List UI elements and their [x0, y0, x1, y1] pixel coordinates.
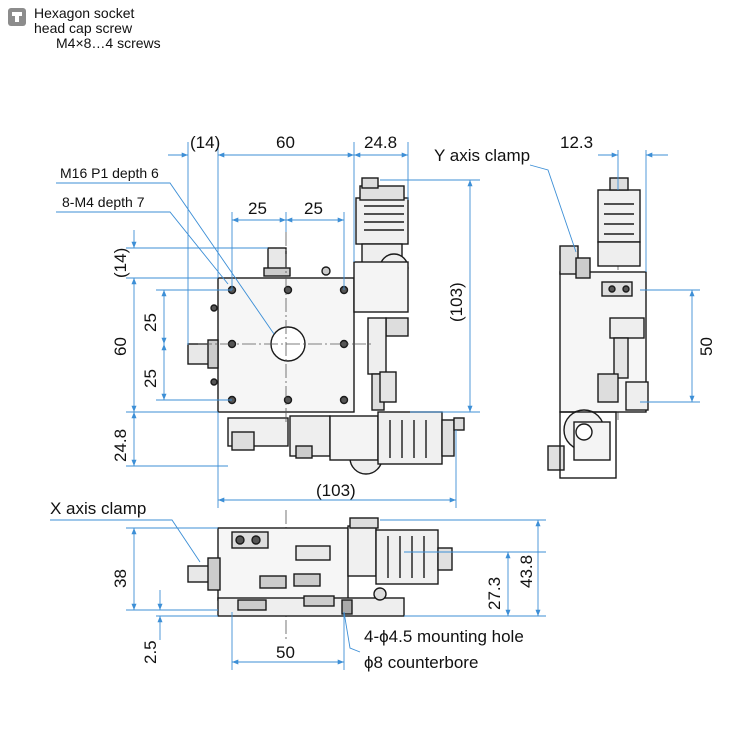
dim-side-12-3: 12.3	[560, 133, 593, 152]
legend: Hexagon socket head cap screw M4×8…4 scr…	[8, 6, 161, 51]
dim-top-60: 60	[276, 133, 295, 152]
dim-top-24-8: 24.8	[364, 133, 397, 152]
dim-front-50: 50	[276, 643, 295, 662]
dim-h25-b: 25	[304, 199, 323, 218]
dim-left-14: (14)	[111, 248, 130, 278]
dim-bottom-103: (103)	[316, 481, 356, 500]
label-m4: 8-M4 depth 7	[62, 194, 145, 210]
legend-line-3: M4×8…4 screws	[56, 35, 161, 51]
dim-front-43-8: 43.8	[517, 555, 536, 588]
top-screw	[267, 247, 287, 271]
legend-line-2: head cap screw	[34, 20, 133, 36]
callout-labels: M16 P1 depth 6 8-M4 depth 7 Y axis clamp…	[50, 146, 530, 672]
dim-front-38: 38	[111, 569, 130, 588]
dim-right-103: (103)	[447, 282, 466, 322]
dim-side-50: 50	[697, 337, 716, 356]
label-x-clamp: X axis clamp	[50, 499, 146, 518]
legend-line-1: Hexagon socket	[34, 5, 135, 21]
hex-socket-screw-icon	[8, 8, 26, 26]
dim-front-27-3: 27.3	[485, 577, 504, 610]
dim-left-25-a: 25	[141, 313, 160, 332]
label-counterbore: ϕ8 counterbore	[364, 653, 478, 672]
label-mounting-hole: 4-ϕ4.5 mounting hole	[364, 627, 524, 646]
front-view	[187, 517, 453, 617]
legend-text: Hexagon socket head cap screw M4×8…4 scr…	[34, 6, 161, 51]
dim-h25-a: 25	[248, 199, 267, 218]
leader-lines	[50, 164, 577, 653]
dim-left-60: 60	[111, 337, 130, 356]
top-view	[187, 177, 465, 475]
side-view	[547, 177, 649, 479]
y-micrometer-top	[353, 177, 409, 411]
dim-left-24-8: 24.8	[111, 429, 130, 462]
dimension-texts: (14) 60 24.8 25 25 (14) 25 60 25 24.8 (1…	[111, 133, 716, 664]
dim-left-25-b: 25	[141, 369, 160, 388]
x-micrometer-top	[227, 411, 465, 475]
dim-top-14: (14)	[190, 133, 220, 152]
dim-front-2-5: 2.5	[141, 640, 160, 664]
label-y-clamp: Y axis clamp	[434, 146, 530, 165]
label-m16: M16 P1 depth 6	[60, 165, 159, 181]
dimension-lines	[126, 142, 700, 670]
